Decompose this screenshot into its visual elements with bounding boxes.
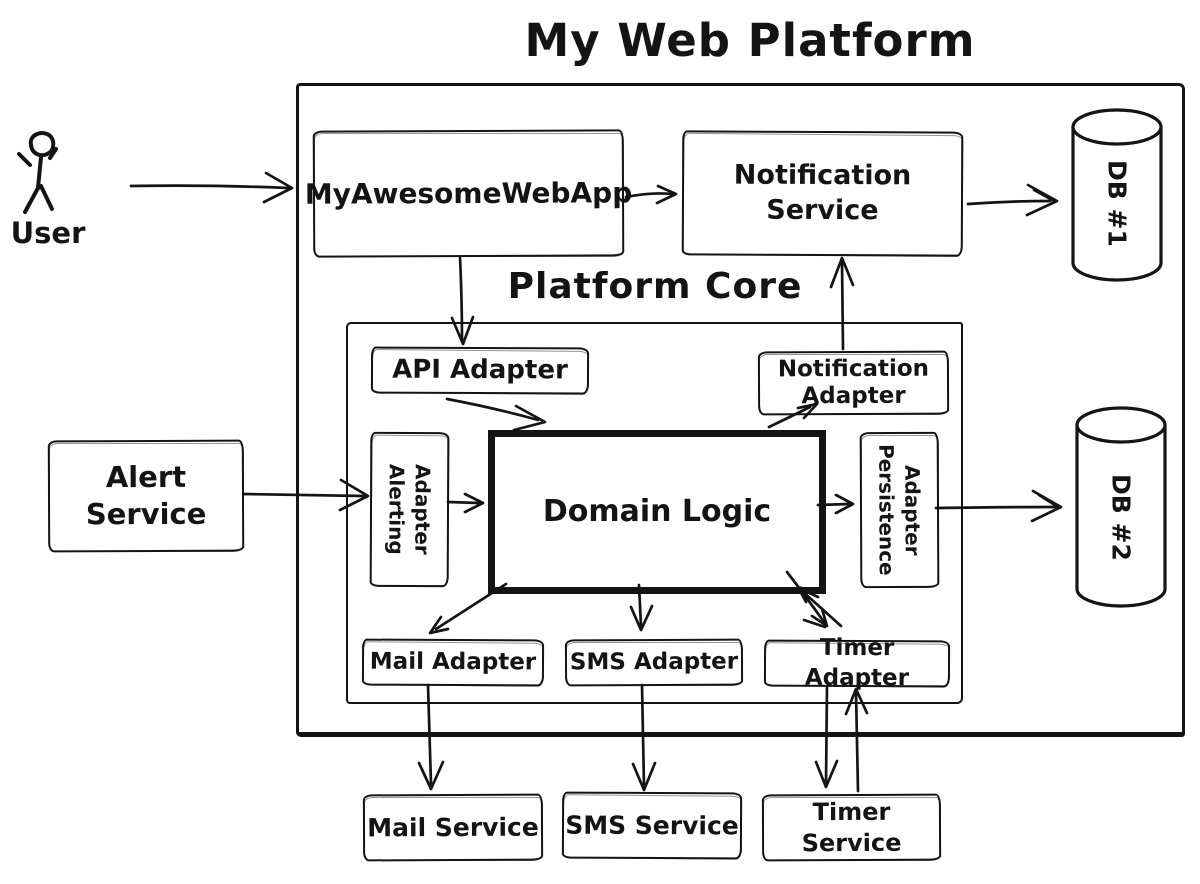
- diagram-title: My Web Platform: [524, 14, 976, 67]
- user-icon: [17, 131, 58, 214]
- node-alerting-adapter: Alerting Adapter: [369, 431, 450, 588]
- database-icon: [1071, 108, 1163, 282]
- edge-user-to-webapp-arrow: [129, 171, 294, 204]
- node-mail-service: Mail Service: [362, 793, 544, 862]
- node-label: Timer Service: [801, 797, 902, 857]
- node-timer-service: Timer Service: [761, 793, 942, 862]
- node-label: Mail Adapter: [369, 648, 537, 676]
- user-label: User: [10, 216, 86, 250]
- node-domain-logic: Domain Logic: [488, 430, 826, 594]
- node-label: Alerting Adapter: [384, 464, 435, 555]
- node-notification-adapter: Notification Adapter: [757, 350, 950, 416]
- node-label: Notification Adapter: [777, 355, 930, 410]
- node-db-2: DB #2: [1074, 404, 1168, 610]
- platform-boundary-box: [296, 83, 1185, 737]
- node-label: Mail Service: [367, 812, 539, 842]
- node-timer-adapter: Timer Adapter: [763, 635, 951, 691]
- user-actor: User: [5, 130, 91, 260]
- node-label: DB #2: [1106, 473, 1136, 561]
- node-label: SMS Service: [565, 810, 739, 840]
- node-notification-service: Notification Service: [681, 130, 964, 257]
- platform-core-label: Platform Core: [507, 266, 803, 307]
- node-web-app: MyAwesomeWebApp: [305, 129, 632, 258]
- node-mail-adapter: Mail Adapter: [361, 638, 545, 687]
- node-label: API Adapter: [392, 354, 568, 386]
- database-icon: [1075, 406, 1167, 608]
- node-label: Domain Logic: [542, 493, 772, 529]
- node-sms-service: SMS Service: [561, 791, 743, 860]
- node-label: DB #1: [1102, 160, 1132, 248]
- node-label: Notification Service: [733, 159, 912, 226]
- node-persistence-adapter: Persistence Adapter: [859, 431, 940, 589]
- node-label: Timer Adapter: [804, 634, 910, 691]
- node-label: MyAwesomeWebApp: [304, 175, 633, 211]
- node-label: Persistence Adapter: [874, 444, 925, 576]
- node-db-1: DB #1: [1070, 107, 1164, 283]
- node-alert-service: Alert Service: [47, 439, 245, 553]
- node-label: SMS Adapter: [569, 648, 739, 676]
- platform-core-boundary-box: [346, 322, 963, 704]
- node-api-adapter: API Adapter: [370, 346, 590, 395]
- node-label: Alert Service: [85, 459, 207, 532]
- node-sms-adapter: SMS Adapter: [564, 638, 744, 687]
